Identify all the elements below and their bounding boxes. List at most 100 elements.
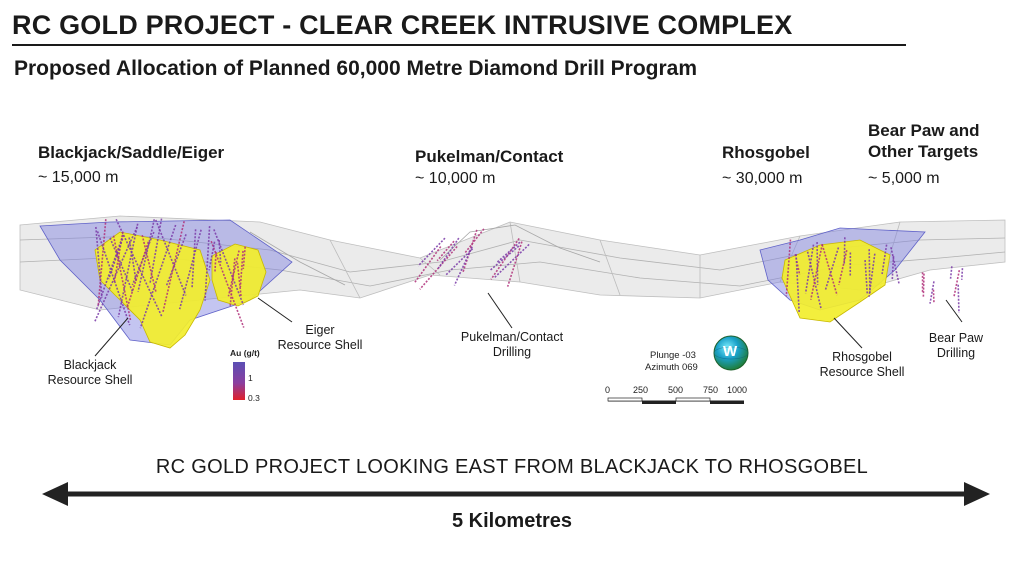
drill-trace (141, 234, 157, 293)
drill-trace (95, 234, 124, 310)
scale-tick-500: 500 (668, 385, 684, 395)
au-legend-title: Au (g/t) (230, 348, 260, 358)
drill-trace (824, 247, 840, 291)
drill-trace (957, 284, 960, 314)
drill-trace (115, 218, 163, 318)
drill-trace (155, 219, 187, 296)
distance-arrow (42, 482, 990, 506)
leader-eiger (257, 297, 293, 323)
orientation-globe-icon (713, 335, 749, 371)
drill-trace (96, 231, 131, 326)
drill-trace (881, 244, 888, 275)
drill-trace (239, 250, 244, 288)
page-subtitle: Proposed Allocation of Planned 60,000 Me… (14, 57, 698, 80)
area-name-blackjack: Blackjack/Saddle/Eiger (38, 143, 225, 162)
drill-trace (838, 249, 848, 286)
drill-trace (445, 248, 474, 276)
drill-trace (126, 241, 150, 309)
label-eiger-resource-shell: Eiger Resource Shell (277, 323, 363, 352)
drill-trace (213, 229, 245, 306)
drill-trace (922, 273, 925, 298)
blackjack-resource-shell-body (94, 231, 211, 349)
drill-trace (463, 228, 485, 255)
title-underline (12, 44, 906, 46)
drill-trace (191, 229, 197, 288)
label-bearpaw-drilling: Bear Paw Drilling (928, 331, 984, 360)
drill-trace (229, 258, 236, 307)
area-length-pukelman: ~ 10,000 m (415, 170, 496, 187)
au-legend-colorbar (233, 362, 245, 400)
scale-tick-750: 750 (703, 385, 719, 395)
area-length-blackjack: ~ 15,000 m (38, 169, 119, 186)
drill-trace (139, 224, 177, 329)
area-length-bearpaw: ~ 5,000 m (868, 170, 940, 187)
drill-trace (953, 270, 961, 297)
drill-trace (162, 221, 185, 313)
drill-trace (117, 223, 139, 318)
drill-trace (137, 219, 156, 292)
label-blackjack-resource-shell: Blackjack Resource Shell (47, 358, 133, 387)
drill-trace (128, 237, 138, 283)
drill-trace (493, 243, 530, 279)
drill-trace (236, 262, 242, 297)
drill-trace (414, 246, 442, 283)
leader-rhosgobel (833, 317, 863, 349)
drill-trace (453, 246, 473, 286)
drill-trace (785, 239, 792, 297)
plunge-readout: Plunge -03 (650, 350, 696, 361)
drill-trace (95, 226, 103, 298)
area-name-bearpaw-line2: Other Targets (868, 142, 979, 161)
label-rhosgobel-resource-shell: Rhosgobel Resource Shell (819, 350, 905, 379)
drill-trace (97, 219, 107, 307)
drill-trace (149, 218, 163, 283)
drill-trace (891, 256, 895, 280)
drill-trace (417, 237, 446, 267)
label-pukelman-drilling: Pukelman/Contact Drilling (460, 330, 564, 359)
area-name-bearpaw-line1: Bear Paw and (868, 121, 980, 140)
drill-trace (821, 244, 838, 296)
drill-trace (131, 231, 155, 286)
drill-trace (506, 241, 523, 287)
drill-trace (242, 246, 246, 270)
drill-trace (960, 268, 964, 280)
azimuth-readout: Azimuth 069 (645, 362, 698, 373)
drill-trace (210, 240, 245, 328)
drill-trace (949, 266, 953, 279)
drill-trace (218, 239, 222, 263)
page-title: RC GOLD PROJECT - CLEAR CREEK INTRUSIVE … (12, 10, 793, 40)
compass-letter: W (723, 343, 738, 360)
leader-blackjack (94, 317, 129, 357)
drill-trace (490, 237, 520, 280)
scale-tick-250: 250 (633, 385, 649, 395)
drill-trace (804, 244, 815, 294)
drill-trace (795, 254, 800, 313)
scale-tick-0: 0 (605, 385, 611, 395)
drill-trace (929, 281, 935, 304)
drill-trace (810, 243, 824, 300)
area-name-rhosgobel: Rhosgobel (722, 143, 810, 162)
area-length-rhosgobel: ~ 30,000 m (722, 170, 803, 187)
distance-label: 5 Kilometres (451, 510, 573, 532)
drill-trace (436, 240, 455, 262)
drill-trace (843, 237, 846, 264)
drill-trace (112, 235, 132, 321)
drill-trace (489, 245, 520, 272)
au-legend-low: 0.3 (248, 393, 260, 403)
leader-bearpaw (945, 299, 963, 323)
drill-trace (868, 249, 871, 294)
drill-trace (496, 241, 521, 264)
view-caption: RC GOLD PROJECT LOOKING EAST FROM BLACKJ… (155, 456, 869, 478)
scale-bar (607, 397, 744, 404)
area-name-pukelman: Pukelman/Contact (415, 147, 564, 166)
drill-trace (816, 242, 819, 285)
drill-trace (437, 237, 460, 269)
drill-trace (227, 250, 240, 297)
drill-traces (93, 218, 964, 329)
scale-tick-1000: 1000 (727, 385, 748, 395)
drill-trace (165, 234, 187, 287)
drill-trace (109, 237, 134, 293)
au-legend-high: 1 (248, 373, 253, 383)
drill-trace (890, 247, 900, 285)
drill-trace (204, 226, 211, 301)
